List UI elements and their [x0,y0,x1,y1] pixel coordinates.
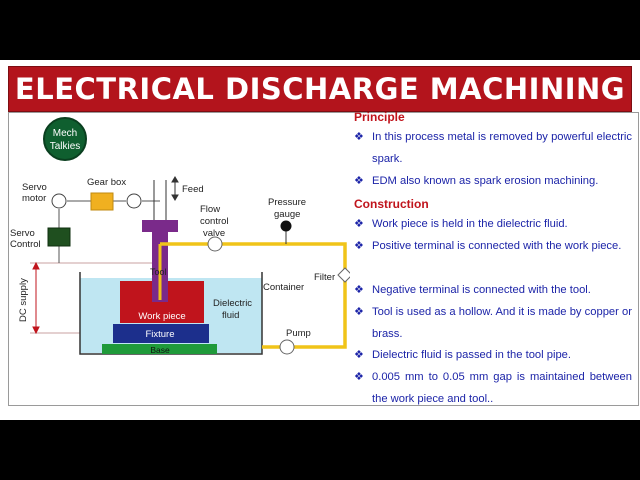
logo-line-2: Talkies [49,141,81,152]
filter-label: Filter [314,272,335,283]
diamond-bullet-icon: ❖ [354,349,364,361]
diamond-bullet-icon: ❖ [354,175,364,187]
flow-valve-label-1: Flow [200,204,220,215]
title-bar: ELECTRICAL DISCHARGE MACHINING [8,66,632,112]
fixture-label: Fixture [145,329,174,340]
logo-line-1: Mech [52,128,78,139]
coupling-circle [126,193,142,209]
dc-supply-arrow [32,261,40,335]
flow-valve-label-2: control [200,216,229,227]
pump-icon [279,339,295,355]
construction-bullet: ❖ Tool is used as a hollow. And it is ma… [354,301,632,345]
principle-bullet: ❖ EDM also known as spark erosion machin… [354,170,632,192]
base [102,344,217,354]
base-label: Base [150,345,170,355]
pressure-gauge-icon [280,220,292,232]
principle-bullet: ❖ In this process metal is removed by po… [354,126,632,170]
dielectric-fluid-label-1: Dielectric [213,298,252,309]
diamond-bullet-icon: ❖ [354,218,364,230]
servo-control-unit [47,227,71,247]
pump-label: Pump [286,328,311,339]
servo-wiring [58,200,160,263]
tool-label: Tool [150,267,167,277]
construction-bullet: ❖ Negative terminal is connected with th… [354,279,632,301]
pressure-gauge-label-2: gauge [274,209,300,220]
container-label: Container [263,282,304,293]
page-title: ELECTRICAL DISCHARGE MACHINING [14,72,626,106]
content-frame [8,112,639,406]
feed-arrow [171,176,179,201]
flow-valve-label-3: valve [203,228,225,239]
servo-control-label-2: Control [10,239,41,250]
tool-holder [142,220,178,232]
pressure-gauge-label-1: Pressure [268,197,306,208]
diamond-bullet-icon: ❖ [354,306,364,318]
work-piece-label: Work piece [138,311,185,322]
feed-rod [153,180,167,220]
slide: ELECTRICAL DISCHARGE MACHINING [0,60,640,420]
diamond-bullet-icon: ❖ [354,131,364,143]
servo-motor-label-2: motor [22,193,46,204]
construction-bullet: ❖ Positive terminal is connected with th… [354,235,632,257]
construction-bullet: ❖ Work piece is held in the dielectric f… [354,213,632,235]
gear-box-label: Gear box [87,177,126,188]
construction-heading: Construction [354,197,429,211]
construction-bullet: ❖ 0.005 mm to 0.05 mm gap is maintained … [354,366,632,410]
principle-heading: Principle [354,110,405,124]
dc-supply-label: DC supply [18,278,29,322]
filter-icon [337,267,350,283]
flow-control-valve-icon [207,236,223,252]
servo-control-label-1: Servo [10,228,35,239]
diamond-bullet-icon: ❖ [354,240,364,252]
diamond-bullet-icon: ❖ [354,371,364,383]
servo-motor-icon [51,193,67,209]
fixture [113,324,209,343]
dielectric-fluid-label-2: fluid [222,310,239,321]
diamond-bullet-icon: ❖ [354,284,364,296]
gear-box [90,192,114,211]
mech-talkies-logo: Mech Talkies [43,117,87,161]
servo-motor-label-1: Servo [22,182,47,193]
construction-bullet: ❖ Dielectric fluid is passed in the tool… [354,344,632,366]
edm-diagram: DC supply Servo motor Gear box Servo Con… [10,176,350,355]
feed-label: Feed [182,184,204,195]
